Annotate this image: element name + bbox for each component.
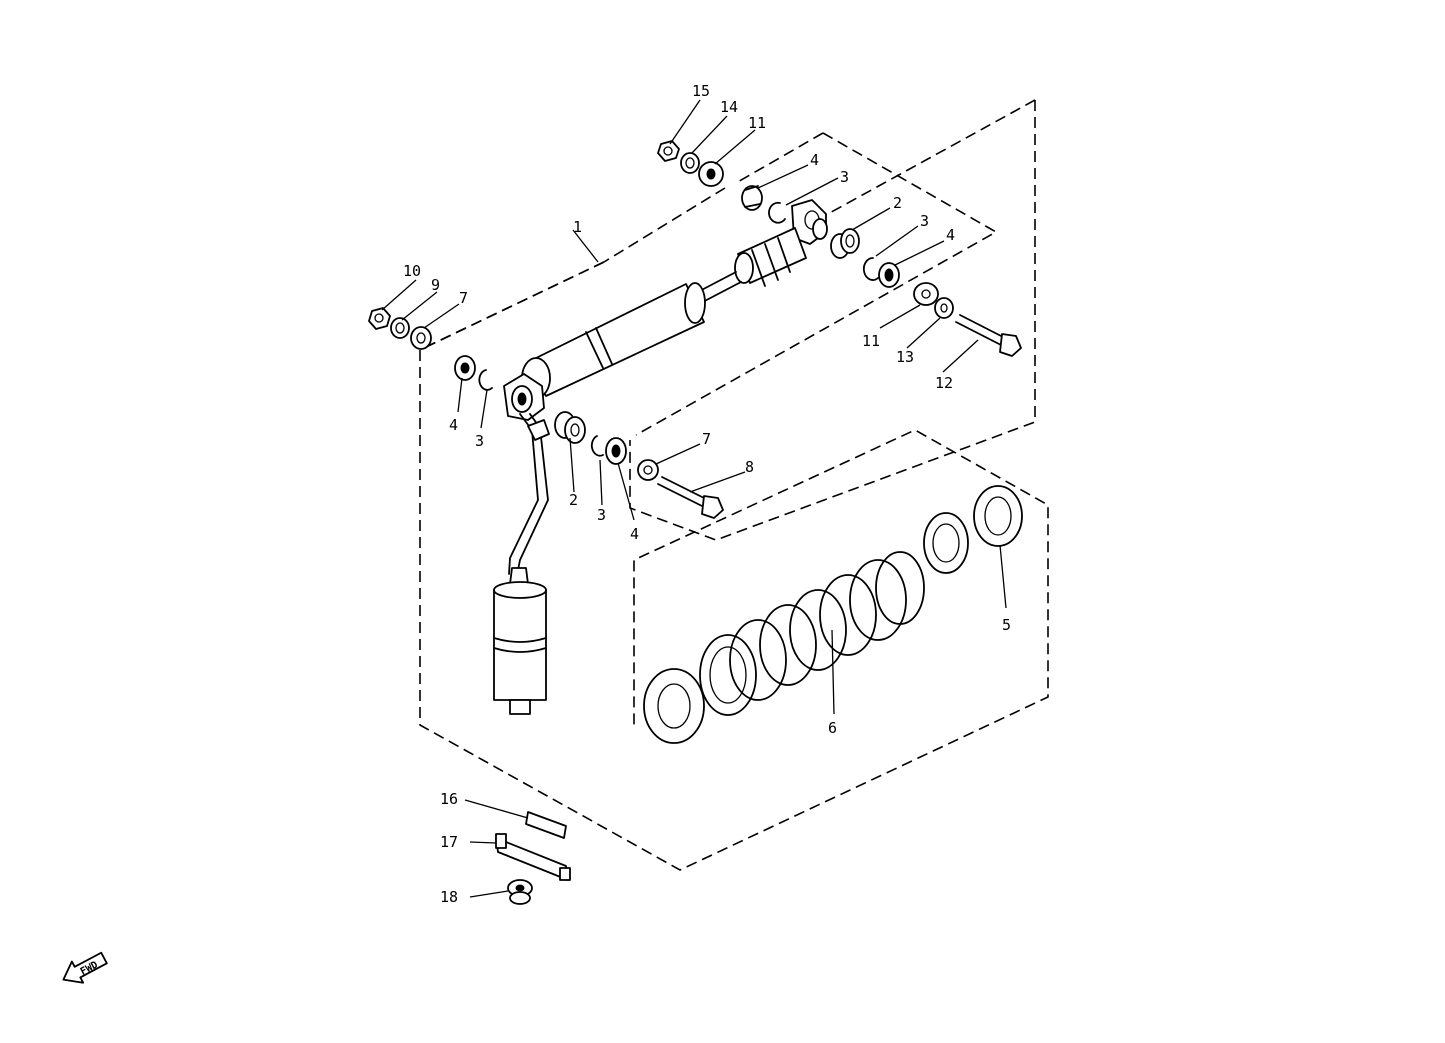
group-outlines xyxy=(419,99,1049,871)
upper-bushing-4 xyxy=(741,185,763,211)
upper-circlip-3b xyxy=(862,257,879,281)
callout-4: 4 xyxy=(946,226,955,244)
callout-labels: 15 14 11 4 3 2 3 4 1 10 9 7 11 13 12 4 3… xyxy=(403,82,1011,906)
lower-washer-9 xyxy=(390,317,410,339)
callout-11: 11 xyxy=(862,332,880,350)
label-plate-16 xyxy=(525,811,567,839)
upper-washer-11 xyxy=(698,161,724,187)
lower-bushing-4b xyxy=(605,437,627,465)
shock-absorber-body-1 xyxy=(521,227,807,399)
callout-2: 2 xyxy=(893,194,902,212)
lower-circlip-3b xyxy=(590,435,604,457)
callout-8: 8 xyxy=(745,458,754,476)
callout-4: 4 xyxy=(449,416,458,434)
lower-collar-2 xyxy=(554,411,586,444)
callout-14: 14 xyxy=(720,98,738,116)
callout-6: 6 xyxy=(828,719,837,737)
reservoir-hose xyxy=(508,413,550,585)
callout-16: 16 xyxy=(440,790,458,808)
callout-3: 3 xyxy=(475,432,484,450)
callout-10: 10 xyxy=(403,262,421,280)
upper-washer-11b xyxy=(913,282,939,306)
callout-12: 12 xyxy=(935,374,953,392)
callout-2: 2 xyxy=(569,491,578,509)
upper-washer-13 xyxy=(934,297,954,319)
upper-nut-15 xyxy=(657,140,680,162)
spring-adjuster-ring xyxy=(923,512,969,574)
upper-bolt-12 xyxy=(955,314,1022,357)
callout-3: 3 xyxy=(840,168,849,186)
lower-bolt-8 xyxy=(657,476,724,519)
callout-17: 17 xyxy=(440,833,458,851)
lower-collar-7b xyxy=(637,459,659,481)
upper-collar-2 xyxy=(830,228,860,259)
upper-washer-14 xyxy=(680,152,700,174)
callout-7: 7 xyxy=(702,430,711,448)
callout-1: 1 xyxy=(573,218,582,236)
callout-5: 5 xyxy=(1002,616,1011,634)
leader-lines xyxy=(381,99,1007,898)
holder-band-17 xyxy=(495,833,571,881)
spring-seat-5 xyxy=(973,485,1023,547)
callout-15: 15 xyxy=(692,82,710,100)
lower-circlip-3 xyxy=(478,369,493,391)
fwd-arrow: FWD xyxy=(62,951,108,984)
shock-lower-eye xyxy=(503,373,545,421)
callout-3: 3 xyxy=(597,506,606,524)
lower-bushing-4 xyxy=(454,355,476,381)
callout-4: 4 xyxy=(630,525,639,543)
upper-circlip-3 xyxy=(768,201,786,224)
lower-nut-10 xyxy=(368,307,391,330)
callout-13: 13 xyxy=(896,348,914,366)
callout-11: 11 xyxy=(748,114,766,132)
remote-reservoir xyxy=(493,581,547,715)
lower-collar-7 xyxy=(410,326,432,350)
spring-seat-lower xyxy=(643,668,705,744)
callout-7: 7 xyxy=(459,289,468,307)
callout-18: 18 xyxy=(440,888,458,906)
upper-bushing-4b xyxy=(878,262,900,288)
callout-9: 9 xyxy=(431,276,440,294)
callout-3: 3 xyxy=(920,212,929,230)
callout-4: 4 xyxy=(810,151,819,169)
coil-spring-6 xyxy=(699,551,925,716)
grommet-18 xyxy=(507,879,533,905)
